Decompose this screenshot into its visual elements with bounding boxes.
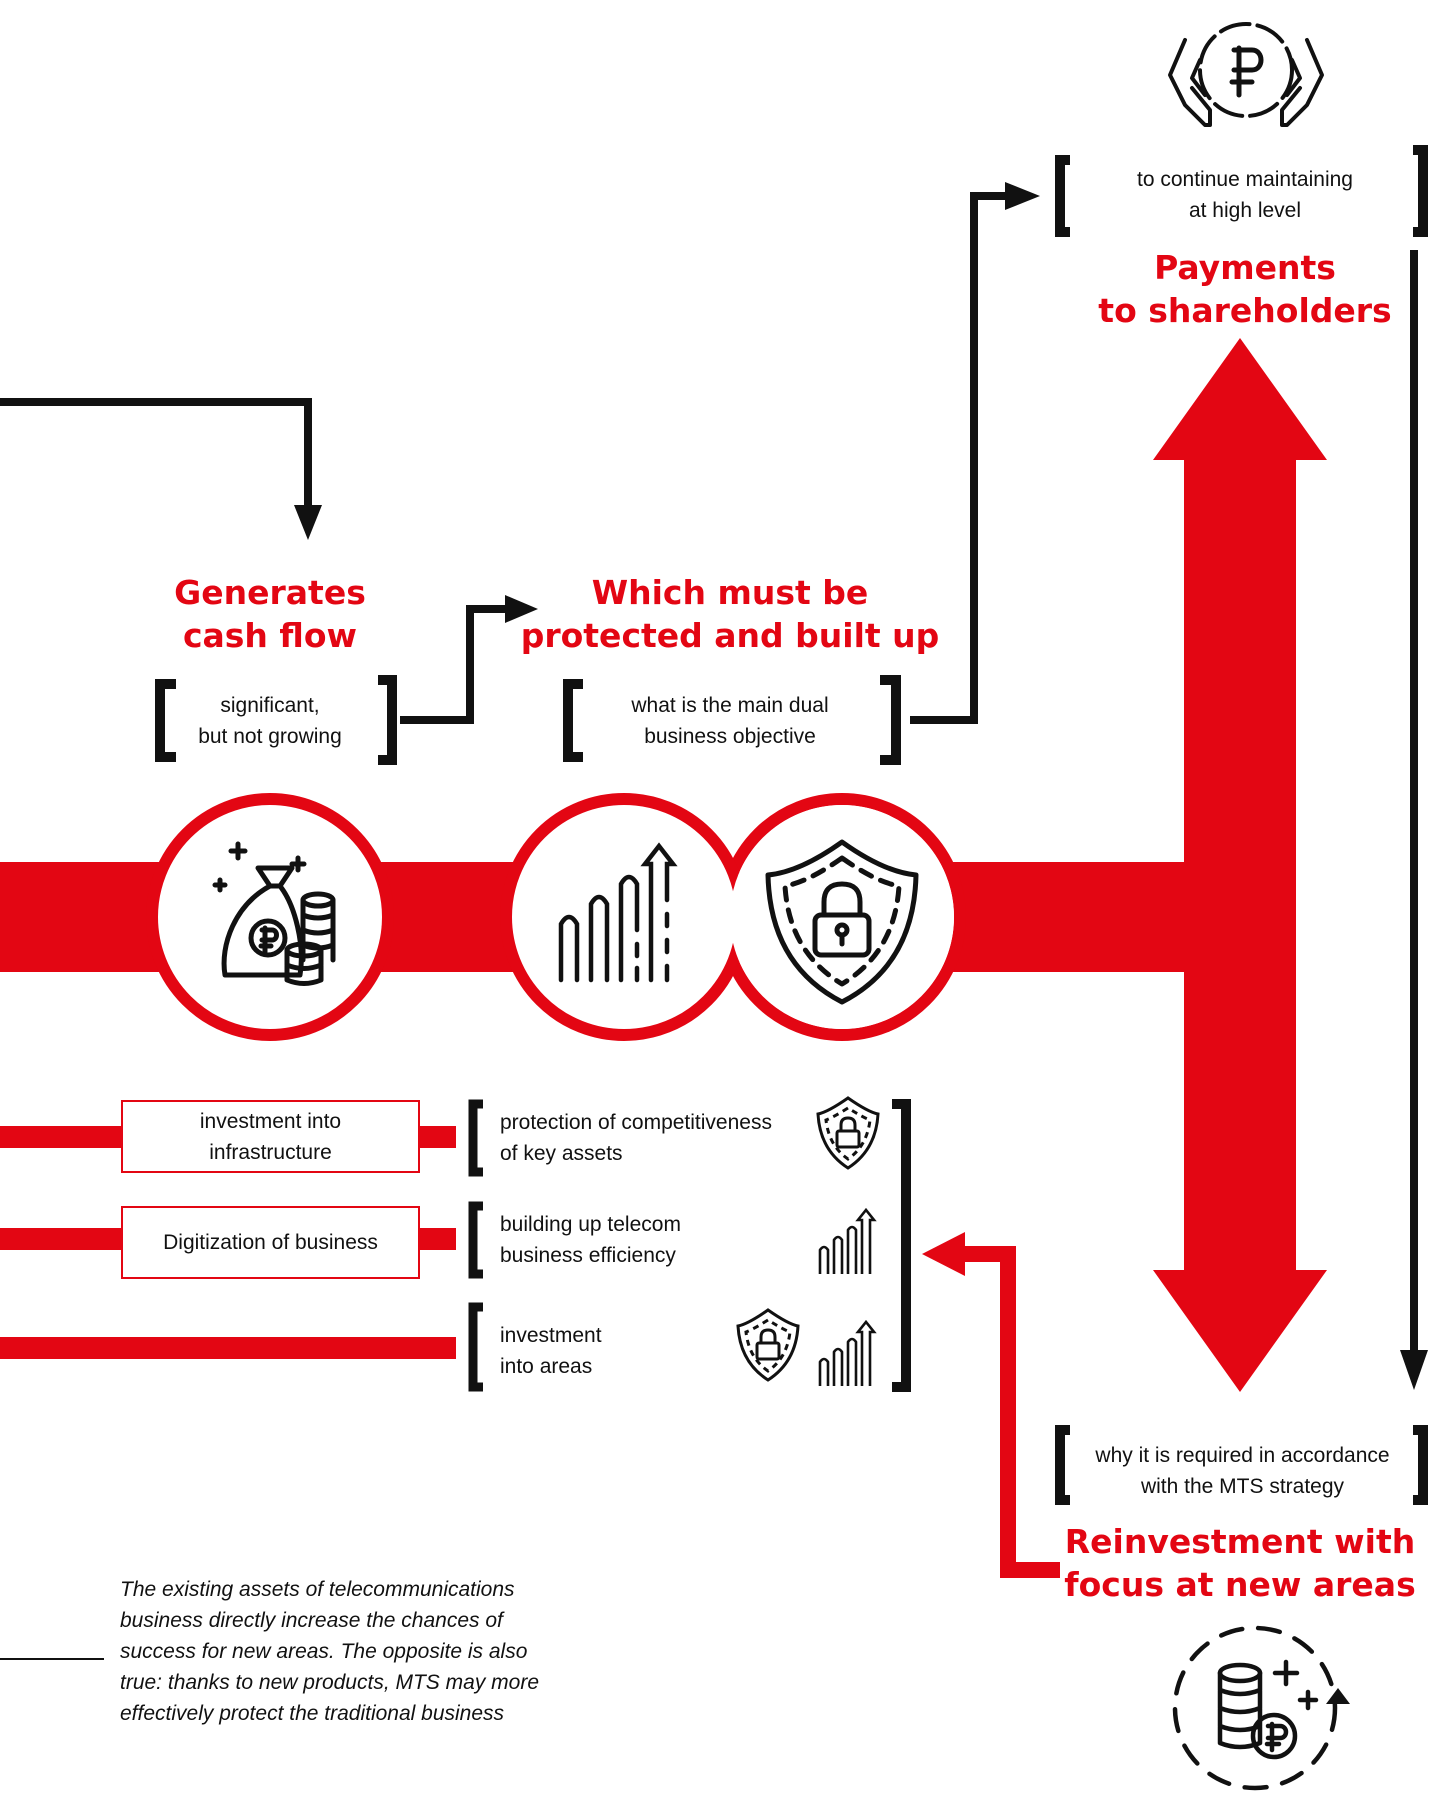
arrowhead-cash-flow	[294, 505, 322, 540]
cash-flow-heading-line: cash flow	[182, 616, 358, 655]
lane-box-digitization: Digitization of business	[121, 1206, 420, 1279]
lane-text-1: protection of competitiveness of key ass…	[500, 1107, 810, 1169]
payments-heading-line: to shareholders	[1098, 291, 1392, 330]
protection-note: what is the main dual business objective	[590, 690, 870, 752]
payments-note-line: at high level	[1188, 199, 1302, 222]
arrowhead-payments	[1005, 182, 1040, 210]
red-double-arrow	[1153, 338, 1327, 1392]
reinvestment-note: why it is required in accordance with th…	[1070, 1440, 1415, 1502]
cash-flow-heading: Generates cash flow	[120, 571, 420, 657]
hands-ruble-coin-icon	[1168, 22, 1324, 127]
reinvestment-heading-line: Reinvestment with	[1064, 1522, 1416, 1561]
coins-plus-icon	[1172, 1625, 1350, 1791]
lane-growth-icon-1	[818, 1207, 877, 1274]
lane-growth-icon-2	[818, 1319, 877, 1386]
reinvestment-heading: Reinvestment with focus at new areas	[1050, 1520, 1430, 1606]
cash-flow-circle	[146, 793, 394, 1041]
lane-text-line: of key assets	[500, 1142, 623, 1165]
connector-reinvest-to-lanes	[960, 1246, 1060, 1578]
lane-text-line: protection of competitiveness	[500, 1111, 772, 1134]
cash-flow-note: significant, but not growing	[170, 690, 370, 752]
connector-cash-to-protect	[400, 605, 510, 724]
quote-text: The existing assets of telecommunication…	[120, 1578, 539, 1725]
arrowhead-reinvest	[1400, 1350, 1428, 1390]
cash-flow-heading-line: Generates	[174, 573, 366, 612]
lane-box-infrastructure: investment into infrastructure	[121, 1100, 420, 1173]
lane-text-2: building up telecom business efficiency	[500, 1209, 810, 1271]
lane-text-3: investment into areas	[500, 1320, 730, 1382]
reinvestment-note-line: why it is required in accordance	[1095, 1444, 1390, 1467]
reinvestment-heading-line: focus at new areas	[1064, 1565, 1416, 1604]
connector-protect-to-payments	[910, 192, 1010, 724]
lane-text-line: business efficiency	[500, 1244, 676, 1267]
cash-flow-note-line: but not growing	[198, 725, 342, 748]
lane-box-line: investment into	[199, 1109, 342, 1133]
arrowhead-protect	[505, 595, 538, 623]
protection-note-line: business objective	[644, 725, 816, 748]
lane-text-line: into areas	[500, 1355, 593, 1378]
protection-heading: Which must be protected and built up	[520, 571, 940, 657]
lane-box-line: infrastructure	[209, 1140, 332, 1164]
cash-flow-note-line: significant,	[220, 694, 320, 717]
lane-text-line: investment	[500, 1324, 602, 1347]
protection-heading-line: Which must be	[591, 573, 869, 612]
lane-bars	[0, 1126, 456, 1359]
payments-note: to continue maintaining at high level	[1080, 164, 1410, 226]
arrowhead-lanes	[922, 1232, 965, 1276]
connector-into-cash-flow	[0, 398, 312, 510]
payments-heading: Payments to shareholders	[1080, 246, 1410, 332]
payments-note-line: to continue maintaining	[1137, 168, 1353, 191]
lane-text-line: building up telecom	[500, 1213, 681, 1236]
growth-bars-icon	[558, 842, 678, 983]
shield-lock-icon	[765, 839, 919, 1005]
lane-box-line: Digitization of business	[163, 1231, 378, 1254]
lane-shield-icon-1	[816, 1096, 880, 1170]
brackets	[155, 145, 1428, 1505]
protection-heading-line: protected and built up	[520, 616, 940, 655]
reinvestment-note-line: with the MTS strategy	[1140, 1475, 1345, 1498]
payments-heading-line: Payments	[1154, 248, 1336, 287]
protection-note-line: what is the main dual	[631, 694, 829, 717]
lane-shield-icon-2	[736, 1308, 800, 1382]
money-bag-coins-icon	[212, 841, 336, 986]
